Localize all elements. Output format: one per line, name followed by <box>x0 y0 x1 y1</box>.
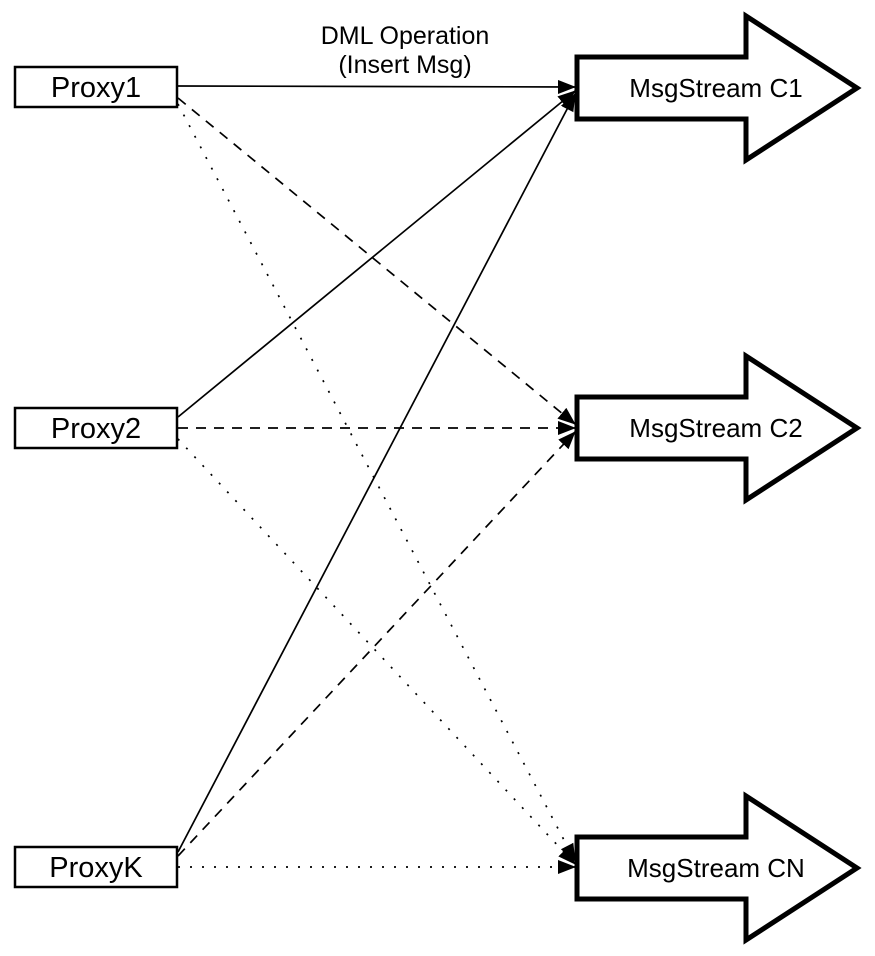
proxyk-node: ProxyK <box>13 845 179 889</box>
proxy1-node: Proxy1 <box>13 65 179 109</box>
edge-proxy1-to-msgstream-c1 <box>177 79 576 94</box>
diagram-title-line1: DML Operation <box>321 22 490 50</box>
msgstream-c1-label: MsgStream C1 <box>629 73 802 103</box>
proxy2-node: Proxy2 <box>13 406 179 450</box>
proxy1-box <box>13 65 179 109</box>
edge-proxyk-to-msgstream-c1 <box>177 93 576 853</box>
diagram-title-line2: (Insert Msg) <box>338 51 471 79</box>
edge-proxy2-to-msgstream-c1 <box>177 90 576 418</box>
msgstream-c1-node: MsgStream C1 <box>574 11 862 165</box>
msgstream-c2-node: MsgStream C2 <box>574 351 862 505</box>
msgstream-cn-node: MsgStream CN <box>574 791 862 945</box>
edge-proxy1-to-msgstream-cn <box>177 103 576 862</box>
msgstream-c1-arrow-shape <box>574 11 862 165</box>
diagram-title: DML Operation (Insert Msg) <box>321 22 490 79</box>
proxyk-label: ProxyK <box>49 852 143 884</box>
edge-proxy2-to-msgstream-cn <box>177 438 576 865</box>
msgstream-cn-label: MsgStream CN <box>627 853 805 883</box>
msgstream-c2-arrow-shape <box>574 351 862 505</box>
proxy1-label: Proxy1 <box>51 72 141 104</box>
proxy2-label: Proxy2 <box>51 413 141 445</box>
msgstream-cn-arrow-shape <box>574 791 862 945</box>
proxy2-box <box>13 406 179 450</box>
proxyk-box <box>13 845 179 889</box>
edge-proxyk-to-msgstream-c2 <box>177 431 576 857</box>
edge-proxy1-to-msgstream-c2 <box>177 97 576 425</box>
edges-layer <box>177 79 576 874</box>
msgstream-c2-label: MsgStream C2 <box>629 413 802 443</box>
